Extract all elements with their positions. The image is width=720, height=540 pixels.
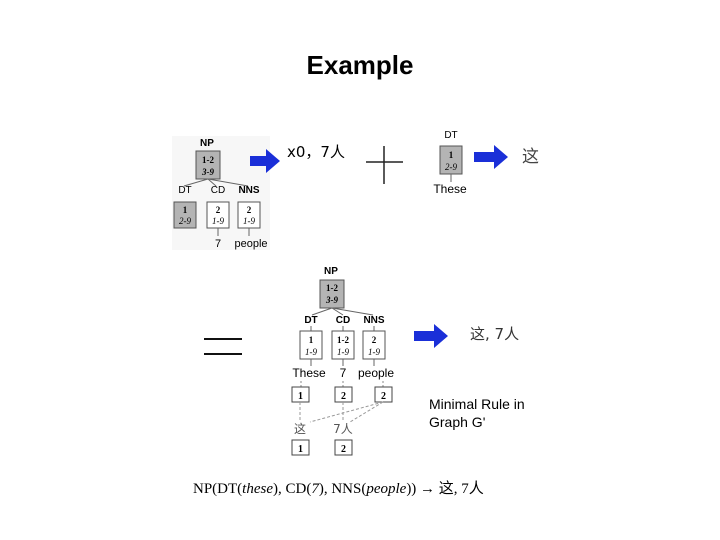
edge-np-dt [311,307,333,316]
bottom-result: 这, 7人 [470,325,519,343]
source-index-box [374,386,393,403]
dt-root-label: DT [444,130,457,141]
source-index-2: 2 [341,391,346,402]
np-root-span-top: 1-2 [202,155,214,165]
edge-np-nns [331,307,374,316]
dt-root-span: 2-9 [445,162,457,172]
slide-title: Example [306,50,414,80]
top-right-tree: DT 1 2-9 These [433,130,467,196]
arrow-icon [414,324,448,348]
rule-prefix: NP(DT( [193,481,242,497]
dt-root-index: 1 [449,150,454,160]
edge-np-cd [207,178,217,187]
word-7: 7 [215,238,221,250]
top-left-result: x0，7人 [287,143,345,161]
np-root-label: NP [200,138,214,149]
dt-node-span: 2-9 [179,216,191,226]
target-word-2: 7人 [333,422,353,436]
target-index-1: 1 [298,444,303,455]
caption-line-1: Minimal Rule in [429,396,525,412]
dt-node-index: 1 [183,205,188,215]
word-people: people [358,366,394,380]
rule-word-7: 7 [311,481,320,497]
target-word-1: 这 [294,421,306,436]
np-root-span-bottom: 3-9 [325,295,338,305]
top-right-result: 这 [522,147,539,167]
cd-label: CD [336,315,350,326]
arrow-icon [474,145,508,169]
rule-word-these: these [242,481,273,497]
nns-label: NNS [238,185,259,196]
rule-mid-1: ), CD( [273,481,311,497]
source-index-1: 1 [298,391,303,402]
nns-node-span: 1-9 [368,347,380,357]
target-index-box [334,439,353,456]
dt-node [173,201,197,229]
np-root-node [319,279,345,309]
np-root-label: NP [324,266,338,277]
word-these: These [292,366,326,380]
word-7: 7 [340,366,347,380]
alignment-line [309,401,384,423]
rule-suffix: )) → 这, 7人 [406,480,484,497]
nns-node-index: 2 [372,335,377,345]
np-root-span-bottom: 3-9 [201,167,214,177]
dt-label: DT [178,185,191,196]
arrow-icon [250,149,280,173]
edge-np-nns [207,178,249,187]
nns-label: NNS [363,315,384,326]
top-left-tree: NP 1-2 3-9 DT CD NNS 1 2-9 2 1-9 2 1-9 7… [172,136,270,250]
rule-mid-2: ), NNS( [319,481,367,497]
alignment-line [349,401,384,423]
edge-np-dt [183,178,209,187]
nns-node-span: 1-9 [243,216,255,226]
cd-node-index: 1-2 [337,335,349,345]
source-index-3: 2 [381,391,386,402]
dt-node-index: 1 [309,335,314,345]
cd-node-index: 2 [216,205,221,215]
cd-node-span: 1-9 [337,347,349,357]
edge-np-cd [331,307,344,316]
caption-line-2: Graph G' [429,414,485,430]
target-index-box [291,439,310,456]
cd-node-span: 1-9 [212,216,224,226]
tree-image-background [172,136,270,250]
bottom-tree: NP 1-2 3-9 DT CD NNS 1 1-9 1-2 1-9 2 1-9… [291,266,394,456]
dt-node-span: 1-9 [305,347,317,357]
np-root-span-top: 1-2 [326,283,338,293]
cd-label: CD [211,185,225,196]
target-index-2: 2 [341,444,346,455]
rule-word-people: people [365,481,406,497]
word-these: These [433,182,467,196]
nns-node-index: 2 [247,205,252,215]
rule-formula: NP(DT(these), CD(7), NNS(people)) → 这, 7… [193,480,484,497]
word-people: people [234,238,267,250]
dt-label: DT [304,315,317,326]
